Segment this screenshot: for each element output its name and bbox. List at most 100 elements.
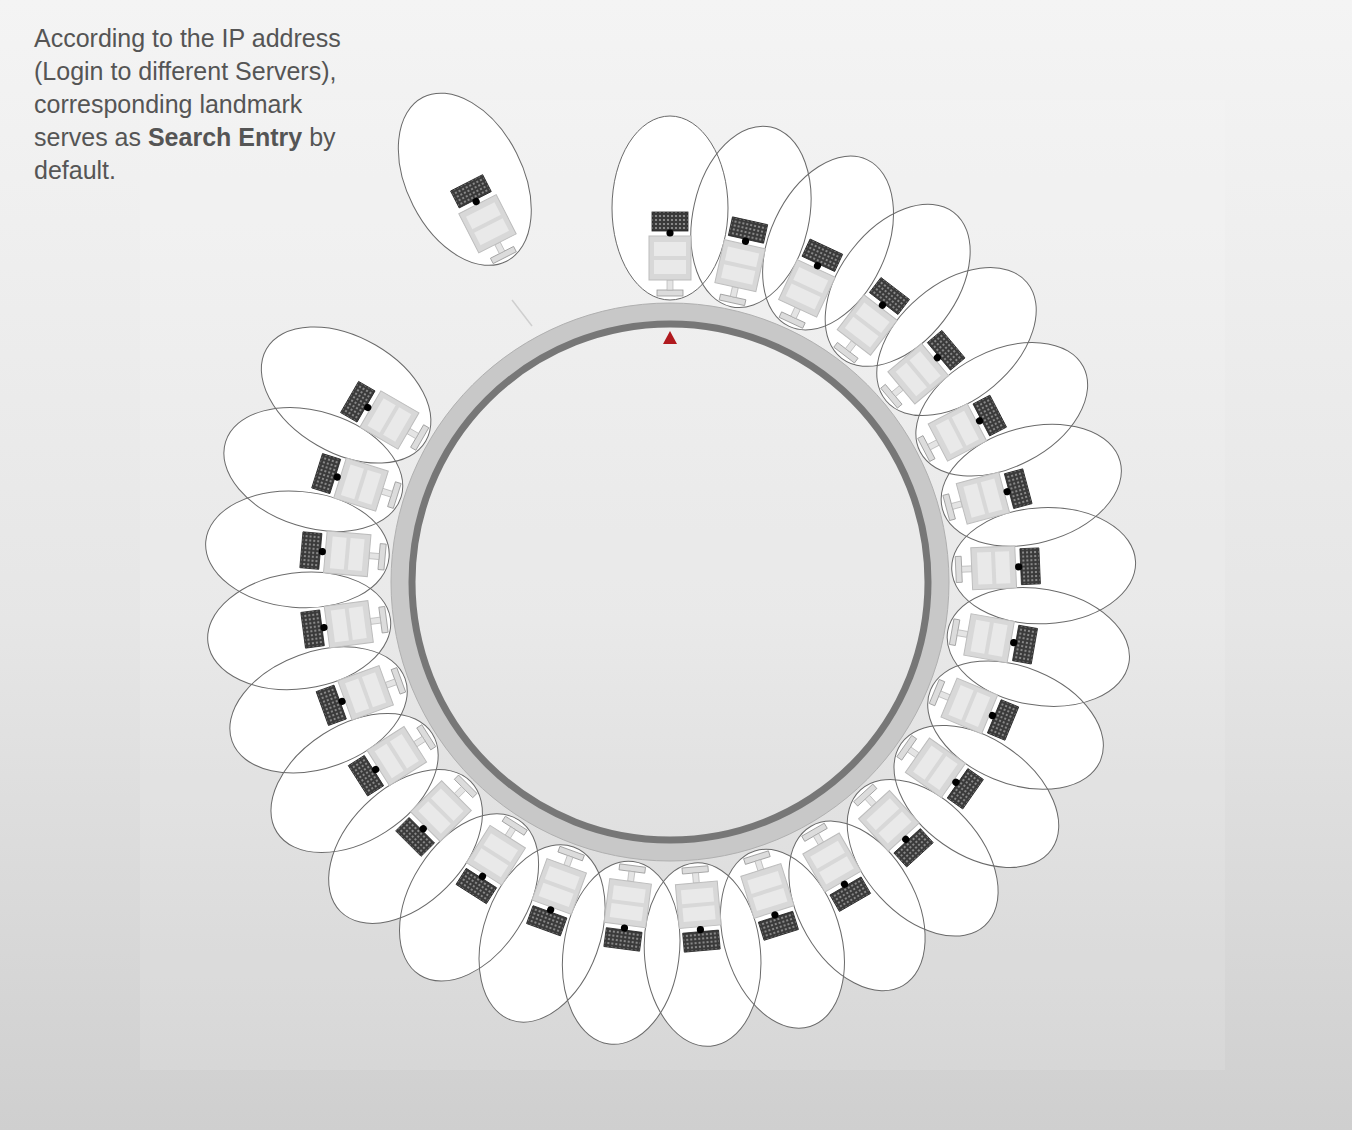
ring-clamp [502, 816, 527, 835]
cabin-window [977, 552, 992, 585]
cabin-window [948, 685, 973, 720]
solar-plate [341, 381, 375, 422]
solar-plate [927, 330, 965, 370]
cabin-window [896, 363, 927, 397]
emphasis-text: Search Entry [148, 123, 302, 151]
cabin-window [786, 283, 821, 309]
solar-plate [456, 868, 497, 903]
cabin-outline [456, 827, 628, 1040]
gondola [941, 466, 1033, 528]
cabin-window [358, 470, 381, 505]
cabin-window [810, 841, 845, 869]
cabin-stem [692, 873, 699, 883]
cabin-fill [371, 71, 558, 288]
entry-marker [663, 331, 677, 344]
ring-band [402, 314, 938, 850]
cabin [456, 827, 628, 1040]
solar-plate [830, 877, 871, 911]
cabin-body [323, 531, 370, 577]
gondola [524, 844, 592, 937]
gondola [453, 812, 534, 905]
ring-clamp [955, 556, 962, 582]
gondola [448, 173, 524, 267]
cabin-outline-group [208, 387, 418, 553]
hub-dot [620, 924, 628, 932]
cabin-window [362, 672, 386, 707]
cabin-layer [200, 71, 1139, 1052]
gondola [955, 545, 1041, 591]
cabin-outline [949, 504, 1138, 628]
solar-plate [987, 700, 1018, 741]
cabin-window [866, 798, 899, 830]
gondola [914, 393, 1008, 469]
cabin-window [483, 833, 518, 862]
cabin-body [334, 458, 389, 511]
cabin-stem [369, 553, 379, 560]
cabin-stem [628, 871, 635, 882]
solar-plate [869, 278, 909, 315]
cabin-outline [938, 574, 1139, 720]
ring-outer-edge [391, 303, 949, 861]
cabin-window [612, 885, 646, 903]
cabin-body [964, 614, 1015, 663]
solar-plate [683, 930, 721, 952]
gondola [772, 238, 846, 332]
solar-plate [652, 212, 688, 231]
cabin-window [936, 419, 963, 454]
hub-dot [371, 765, 381, 775]
cabin-window [995, 551, 1010, 584]
ring-inner-rail [412, 324, 928, 840]
hub-dot [770, 910, 779, 919]
cabin-body [324, 601, 373, 648]
gondola [848, 779, 936, 869]
hub-dot [741, 237, 750, 246]
solar-plate [396, 817, 435, 856]
gondola [300, 529, 387, 578]
solar-plate [451, 175, 492, 208]
cabin-window [981, 479, 1003, 514]
cabin-body [338, 666, 394, 721]
ring-clamp [454, 775, 477, 798]
gondola [347, 718, 440, 799]
hub-dot [318, 548, 326, 556]
gondola [795, 819, 873, 913]
cabin-outline-group [699, 834, 865, 1044]
cabin-window [747, 871, 782, 894]
cabin-window [610, 903, 644, 921]
cabin-outline [208, 387, 418, 553]
cabin-outline [927, 405, 1135, 565]
solar-plate [1020, 548, 1041, 585]
gondola [300, 599, 389, 652]
cabin-outline-group [612, 116, 728, 300]
ring-clamp [657, 290, 683, 296]
hub-dot [478, 871, 488, 881]
gondola [339, 379, 433, 457]
gondola [926, 672, 1020, 743]
hub-dot [975, 416, 985, 426]
hub-dot [363, 403, 373, 413]
gondola [736, 848, 801, 941]
cabin-outline [371, 71, 558, 288]
gondola [876, 328, 967, 414]
hub-dot [666, 229, 673, 236]
detached-leader [512, 300, 532, 326]
hub-dot [877, 300, 887, 310]
cabin-body [675, 881, 721, 928]
solar-plate [894, 829, 933, 867]
cabin-outline-group [456, 827, 628, 1040]
gondola [315, 660, 408, 728]
cabin-window [390, 734, 419, 769]
solar-plate [300, 532, 322, 570]
gondola [311, 451, 404, 516]
cabin-outline [212, 624, 425, 796]
cabin-body [741, 864, 794, 919]
note-text: According to the IP address (Login to di… [34, 22, 374, 187]
hub-dot [840, 879, 850, 889]
hub-dot [813, 261, 823, 271]
cabin-body [649, 236, 691, 280]
gondola [827, 276, 911, 368]
hub-dot [932, 353, 942, 363]
hub-dot [546, 905, 555, 914]
cabin-window [331, 609, 349, 643]
